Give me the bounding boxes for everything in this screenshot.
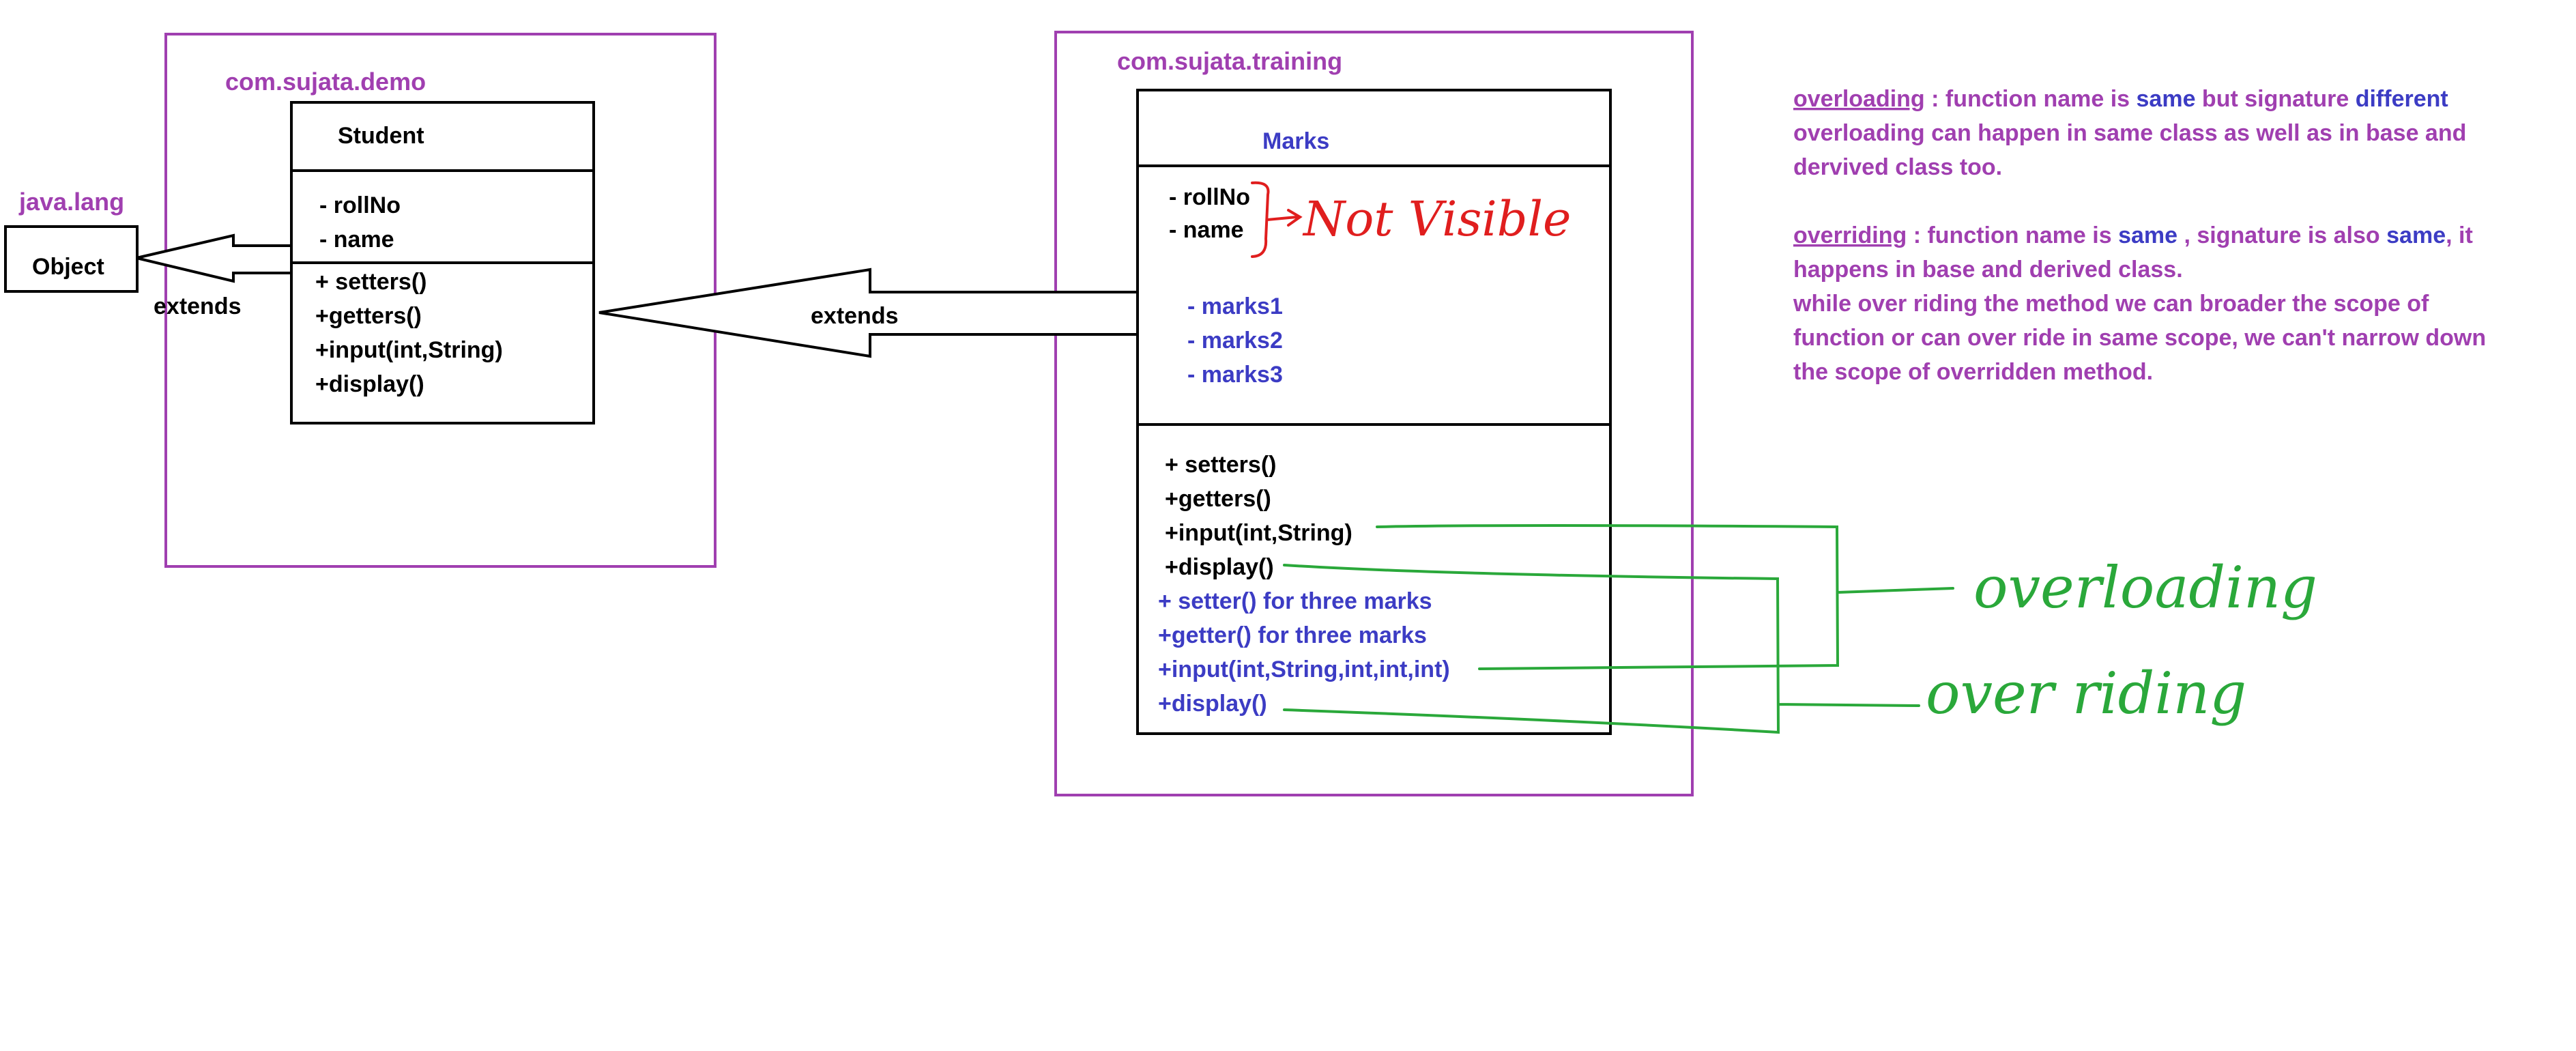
extends-label-marks-student: extends bbox=[811, 303, 899, 329]
package-demo-box bbox=[164, 33, 717, 568]
note-keyword: same bbox=[2118, 222, 2177, 248]
student-method: +input(int,String) bbox=[315, 337, 503, 363]
student-method: +display() bbox=[315, 371, 424, 397]
note-keyword: same bbox=[2386, 222, 2446, 248]
overriding-note-line: while over riding the method we can broa… bbox=[1793, 291, 2429, 317]
package-demo-label: com.sujata.demo bbox=[225, 68, 426, 96]
not-visible-bracket bbox=[1251, 181, 1303, 258]
marks-class: Marks - rollNo - name - marks1 - marks2 … bbox=[1136, 89, 1612, 735]
marks-method: + setter() for three marks bbox=[1158, 588, 1432, 614]
overloading-note: overloading : function name is same but … bbox=[1793, 86, 2466, 180]
marks-inherited-method: +input(int,String) bbox=[1165, 520, 1352, 546]
marks-attribute: - marks3 bbox=[1187, 362, 1283, 388]
student-attribute: - rollNo bbox=[319, 192, 401, 218]
student-method: +getters() bbox=[315, 303, 422, 329]
not-visible-annotation: Not Visible bbox=[1302, 191, 1571, 247]
package-lang-label: java.lang bbox=[18, 188, 124, 216]
overriding-connector bbox=[1283, 564, 1920, 734]
extends-arrow-marks-student bbox=[598, 268, 1139, 358]
overloading-connector bbox=[1376, 524, 1954, 670]
marks-method: +input(int,String,int,int,int) bbox=[1158, 657, 1450, 682]
extends-label-student-object: extends bbox=[154, 293, 242, 319]
overloading-note-line: dervived class too. bbox=[1793, 154, 2002, 180]
note-text: , signature is also bbox=[2177, 222, 2386, 248]
overloading-note-line: overloading : function name is same but … bbox=[1793, 86, 2448, 112]
overloading-term: overloading bbox=[1793, 86, 1925, 112]
marks-method: +getter() for three marks bbox=[1158, 622, 1427, 648]
extends-arrow-student-object bbox=[136, 233, 293, 283]
package-training-box bbox=[1054, 31, 1694, 796]
student-method: + setters() bbox=[315, 269, 426, 295]
marks-class-name: Marks bbox=[1262, 128, 1329, 154]
student-class: Student - rollNo - name + setters() +get… bbox=[290, 101, 595, 424]
package-training-label: com.sujata.training bbox=[1117, 47, 1342, 75]
note-text: but signature bbox=[2195, 86, 2355, 112]
overloading-note-line: overloading can happen in same class as … bbox=[1793, 120, 2466, 146]
marks-class-box bbox=[1136, 89, 1612, 735]
student-attribute: - name bbox=[319, 227, 394, 253]
overloading-annotation: overloading bbox=[1973, 554, 2317, 621]
marks-inherited-attribute: - rollNo bbox=[1169, 184, 1250, 210]
marks-method: +display() bbox=[1158, 691, 1267, 717]
marks-attribute: - marks1 bbox=[1187, 293, 1283, 319]
overriding-term: overriding bbox=[1793, 222, 1907, 248]
note-keyword: same bbox=[2137, 86, 2196, 112]
note-keyword: different bbox=[2356, 86, 2448, 112]
marks-attribute: - marks2 bbox=[1187, 328, 1283, 354]
overriding-note-line: the scope of overridden method. bbox=[1793, 359, 2153, 385]
student-class-name: Student bbox=[338, 123, 424, 149]
overriding-annotation: over riding bbox=[1926, 660, 2246, 727]
overriding-note-line: function or can over ride in same scope,… bbox=[1793, 325, 2486, 351]
overriding-note: overriding : function name is same , sig… bbox=[1793, 222, 2486, 385]
note-text: , it bbox=[2446, 222, 2473, 248]
marks-inherited-method: +display() bbox=[1165, 554, 1274, 580]
note-text: : function name is bbox=[1907, 222, 2118, 248]
marks-inherited-method: +getters() bbox=[1165, 486, 1271, 512]
overriding-note-line: happens in base and derived class. bbox=[1793, 257, 2183, 283]
marks-inherited-method: + setters() bbox=[1165, 452, 1276, 478]
marks-inherited-attribute: - name bbox=[1169, 217, 1244, 243]
overriding-note-line: overriding : function name is same , sig… bbox=[1793, 222, 2473, 248]
object-class-name: Object bbox=[32, 254, 104, 280]
note-text: : function name is bbox=[1925, 86, 2137, 112]
